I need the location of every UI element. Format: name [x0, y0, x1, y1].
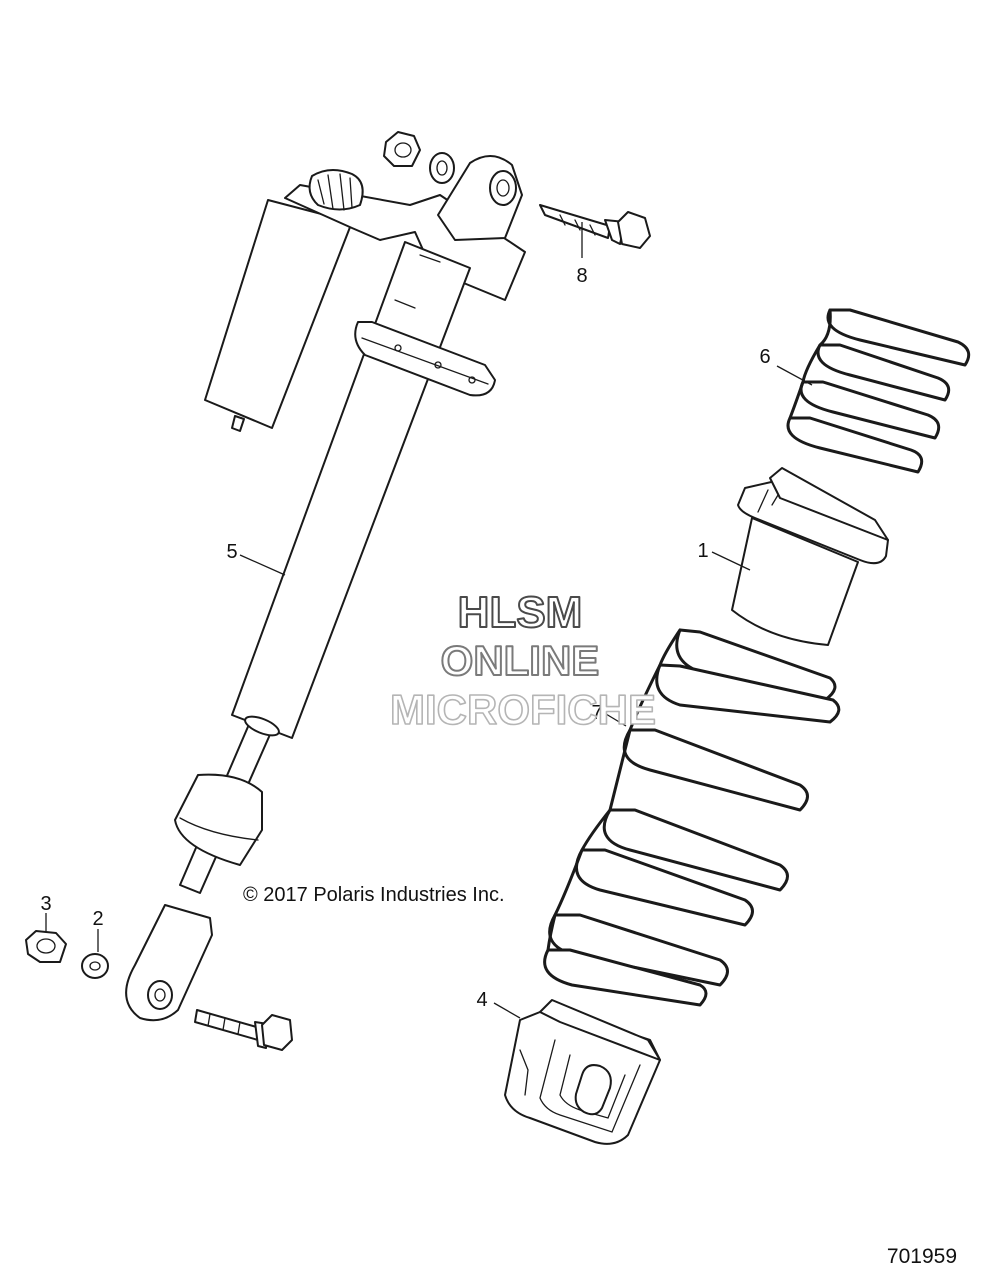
main-spring-part-7[interactable] [543, 628, 841, 1007]
upper-washer[interactable] [429, 152, 455, 184]
top-eye-bore [496, 179, 510, 197]
knob-knurling [317, 173, 353, 211]
lower-eye-bushing [147, 980, 173, 1010]
watermark-line-1: HLSM [458, 588, 583, 637]
reservoir-valve [231, 415, 245, 432]
lower-bolt[interactable] [194, 1009, 293, 1051]
leader-7 [605, 713, 627, 727]
upper-bolt-part-8[interactable] [539, 204, 651, 249]
shaft-seal [244, 715, 280, 737]
body-highlight [394, 254, 441, 309]
bump-stop [174, 773, 263, 866]
collar-set-screw-1 [394, 344, 402, 352]
callout-1: 1 [697, 540, 708, 562]
callout-6: 6 [759, 346, 770, 368]
leader-1 [711, 551, 751, 571]
collar-edge [361, 337, 489, 385]
upper-nut[interactable] [383, 131, 421, 167]
watermark-line-2: ONLINE [441, 637, 600, 684]
callout-7: 7 [591, 702, 602, 724]
leader-4 [493, 1002, 521, 1019]
callout-3: 3 [40, 893, 51, 915]
reservoir-adjuster-knob [308, 169, 364, 211]
copyright-notice: © 2017 Polaris Industries Inc. [243, 884, 505, 906]
leader-6 [776, 365, 813, 386]
figure-number: 701959 [887, 1245, 957, 1268]
watermark-line-3: MICROFICHE [390, 686, 656, 733]
collar-set-screw-3 [468, 376, 476, 384]
callout-5: 5 [226, 541, 237, 563]
preload-collar [354, 321, 496, 397]
leader-5 [239, 554, 286, 576]
callout-4: 4 [476, 989, 487, 1011]
lower-nut-part-3[interactable] [25, 930, 67, 963]
spring-seat-part-4[interactable] [504, 999, 661, 1145]
top-eye-bushing [489, 170, 517, 206]
secondary-spring-part-6[interactable] [786, 308, 971, 474]
collar-set-screw-2 [434, 361, 442, 369]
callout-2: 2 [92, 908, 103, 930]
bump-stop-edge [179, 817, 259, 841]
spring-coupler-part-1[interactable] [731, 467, 889, 646]
shock-absorber-part-5[interactable] [125, 155, 526, 1022]
lower-washer-part-2[interactable] [81, 953, 109, 979]
lower-eye-bore [154, 988, 166, 1002]
callout-8: 8 [576, 265, 587, 287]
leader-lines [45, 222, 813, 1019]
reservoir-canister [204, 199, 353, 429]
